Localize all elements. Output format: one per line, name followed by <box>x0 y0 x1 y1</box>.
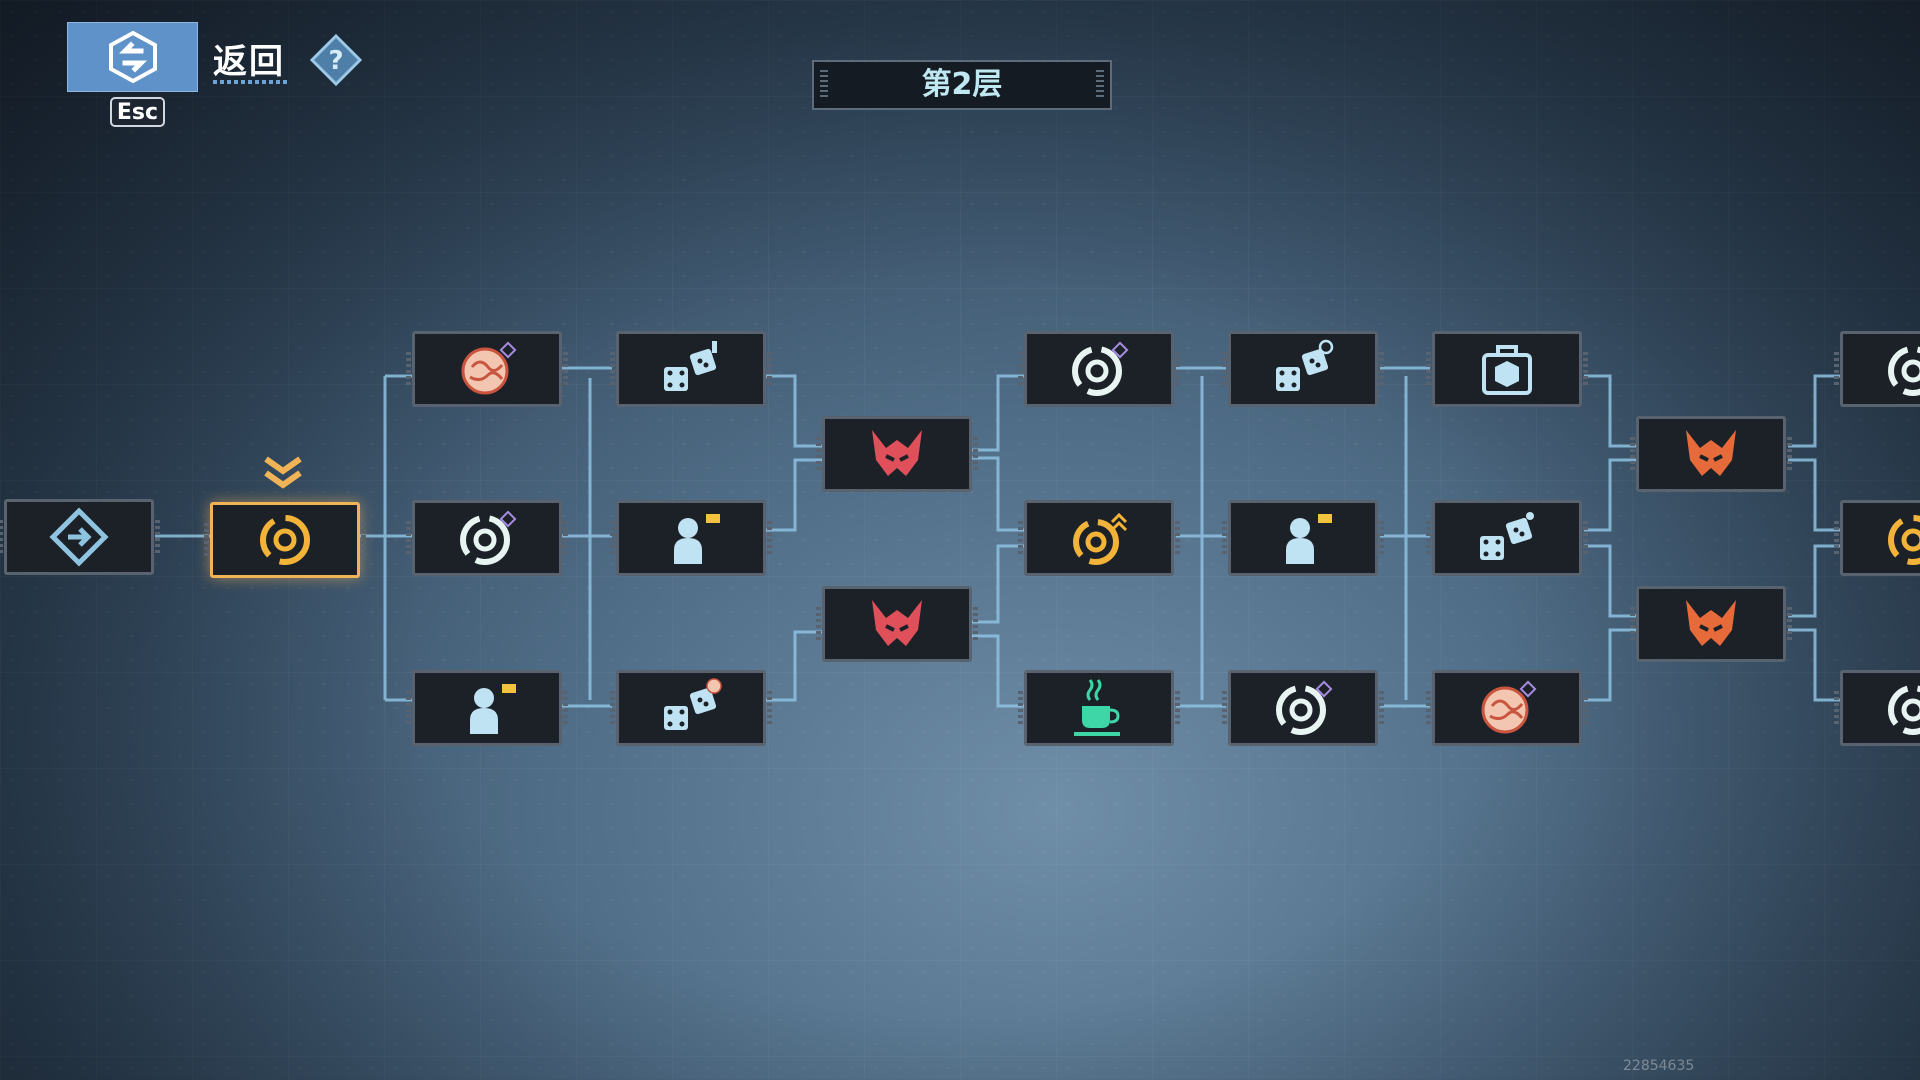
demon-mask-icon <box>872 430 922 476</box>
map-node-rest[interactable] <box>1018 670 1180 746</box>
chevron-down-icon <box>264 456 302 489</box>
coffee-cup-icon <box>1074 679 1120 736</box>
map-node-dice[interactable] <box>610 670 772 746</box>
vortex-gold-icon <box>260 515 310 565</box>
map-node-event[interactable] <box>1426 670 1588 746</box>
map-node-npc[interactable] <box>610 500 772 576</box>
return-icon <box>108 30 157 84</box>
question-icon: ? <box>309 33 363 87</box>
map-node-npc[interactable] <box>406 670 568 746</box>
back-button[interactable] <box>67 22 198 92</box>
map-node-battle[interactable] <box>1834 500 1920 576</box>
vortex-gold-icon <box>1888 515 1920 565</box>
map-node-boss[interactable] <box>1630 586 1792 662</box>
dice-icon <box>1480 512 1534 560</box>
vortex-white-icon <box>460 510 517 565</box>
map-node-vortex[interactable] <box>1018 331 1180 407</box>
map-node-vortex[interactable] <box>1834 670 1920 746</box>
map-node-vortex[interactable] <box>406 500 568 576</box>
map-node-shop[interactable] <box>1426 331 1588 407</box>
map-node-vortex[interactable] <box>1222 670 1384 746</box>
vortex-white-icon <box>1888 346 1920 396</box>
supply-box-icon <box>1482 345 1532 395</box>
floor-title: 第2层 <box>812 60 1112 110</box>
back-label[interactable]: 返回 <box>213 42 285 82</box>
demon-mask-icon <box>872 600 922 646</box>
map-node-elite[interactable] <box>816 416 978 492</box>
dice-icon <box>1276 339 1334 391</box>
map-node-event[interactable] <box>406 331 568 407</box>
map-node-dice[interactable] <box>610 331 772 407</box>
map-node-battle-upgrade[interactable] <box>1018 500 1180 576</box>
help-button[interactable]: ? <box>309 33 363 87</box>
vortex-white-icon <box>1888 685 1920 735</box>
vortex-white-icon <box>1276 680 1333 735</box>
start-arrow-icon <box>49 507 109 567</box>
esc-key-hint: Esc <box>110 97 165 127</box>
map-node-vortex[interactable] <box>1834 331 1920 407</box>
dice-icon <box>664 678 722 730</box>
user-id-label: 22854635 <box>1623 1058 1695 1074</box>
map-node-dice[interactable] <box>1222 331 1384 407</box>
map-node-current[interactable] <box>204 502 366 578</box>
map-node-dice[interactable] <box>1426 500 1588 576</box>
brain-icon <box>461 341 517 395</box>
demon-mask-orange-icon <box>1686 600 1736 646</box>
back-label-underline <box>213 80 289 84</box>
brain-icon <box>1481 680 1537 734</box>
dice-icon <box>664 341 717 391</box>
map-node-npc[interactable] <box>1222 500 1384 576</box>
map-node-start[interactable] <box>0 499 160 575</box>
person-icon <box>1286 514 1332 564</box>
person-icon <box>674 514 720 564</box>
vortex-white-icon <box>1072 341 1129 396</box>
svg-text:?: ? <box>328 46 343 76</box>
map-node-elite[interactable] <box>816 586 978 662</box>
vortex-gold-upgrade-icon <box>1073 512 1128 565</box>
person-icon <box>470 684 516 734</box>
demon-mask-orange-icon <box>1686 430 1736 476</box>
map-node-boss[interactable] <box>1630 416 1792 492</box>
